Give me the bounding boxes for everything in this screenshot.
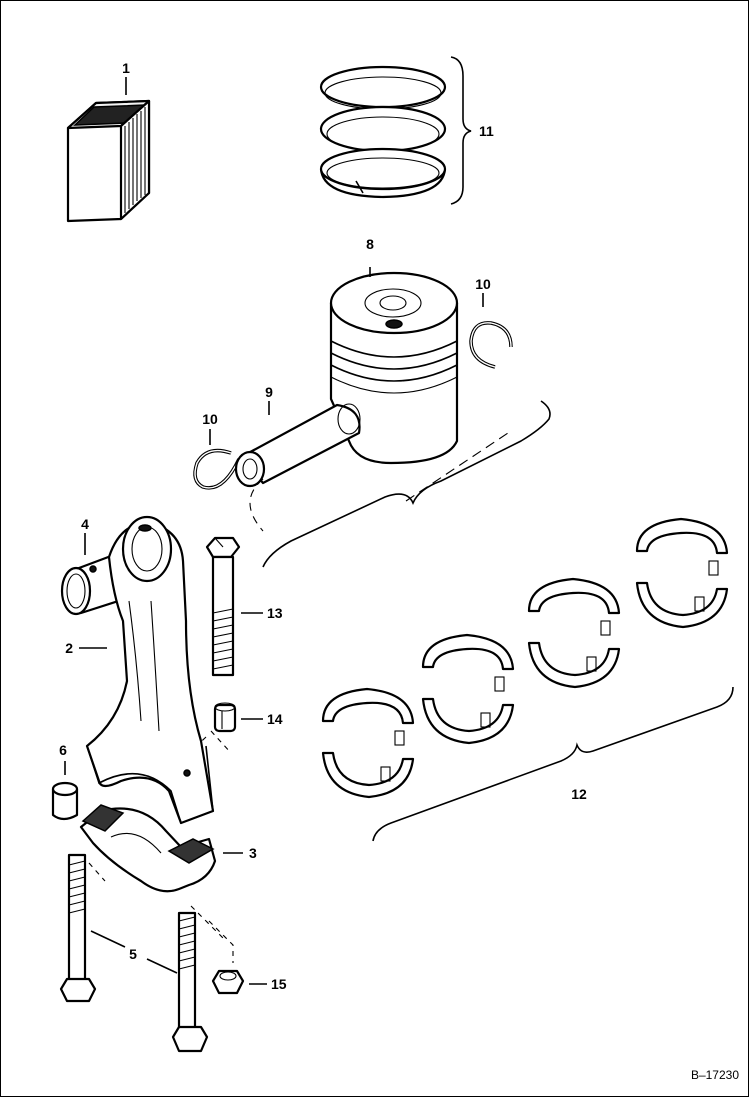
part-5-cap-screws	[59, 853, 209, 1053]
callout-8: 8	[366, 236, 374, 252]
part-9-piston-pin	[234, 401, 361, 488]
callout-10-left: 10	[202, 411, 218, 427]
part-10-circlip-right	[469, 293, 513, 369]
figure-reference: B–17230	[691, 1068, 739, 1082]
callout-6: 6	[59, 742, 67, 758]
callout-9: 9	[265, 384, 273, 400]
part-2-connecting-rod	[79, 515, 215, 825]
callout-4: 4	[81, 516, 89, 532]
callout-3: 3	[249, 845, 257, 861]
part-14-sleeve	[213, 702, 263, 733]
callout-10-right: 10	[475, 276, 491, 292]
part-11-piston-rings	[319, 56, 472, 205]
part-3-rod-cap	[79, 804, 243, 893]
callout-5: 5	[129, 946, 137, 962]
part-10-circlip-left	[193, 429, 241, 490]
callout-14: 14	[267, 711, 283, 727]
callout-15: 15	[271, 976, 287, 992]
part-12-bearing-shells	[321, 517, 734, 842]
callout-1: 1	[122, 60, 130, 76]
part-8-piston	[329, 267, 459, 465]
callout-labels: 1 11 8 10 9 10 4 13 2 14 6 12 3 5 15 B–1…	[59, 60, 739, 1082]
part-15-nut	[208, 920, 267, 995]
callout-11: 11	[479, 123, 494, 139]
part-1-kit-box	[66, 77, 151, 223]
part-13-rod-bolt	[205, 536, 263, 677]
part-6-dowel	[51, 761, 79, 821]
assembly-guide-lines	[88, 400, 551, 942]
callout-13: 13	[267, 605, 283, 621]
callout-2: 2	[65, 640, 73, 656]
callout-12: 12	[571, 786, 587, 802]
